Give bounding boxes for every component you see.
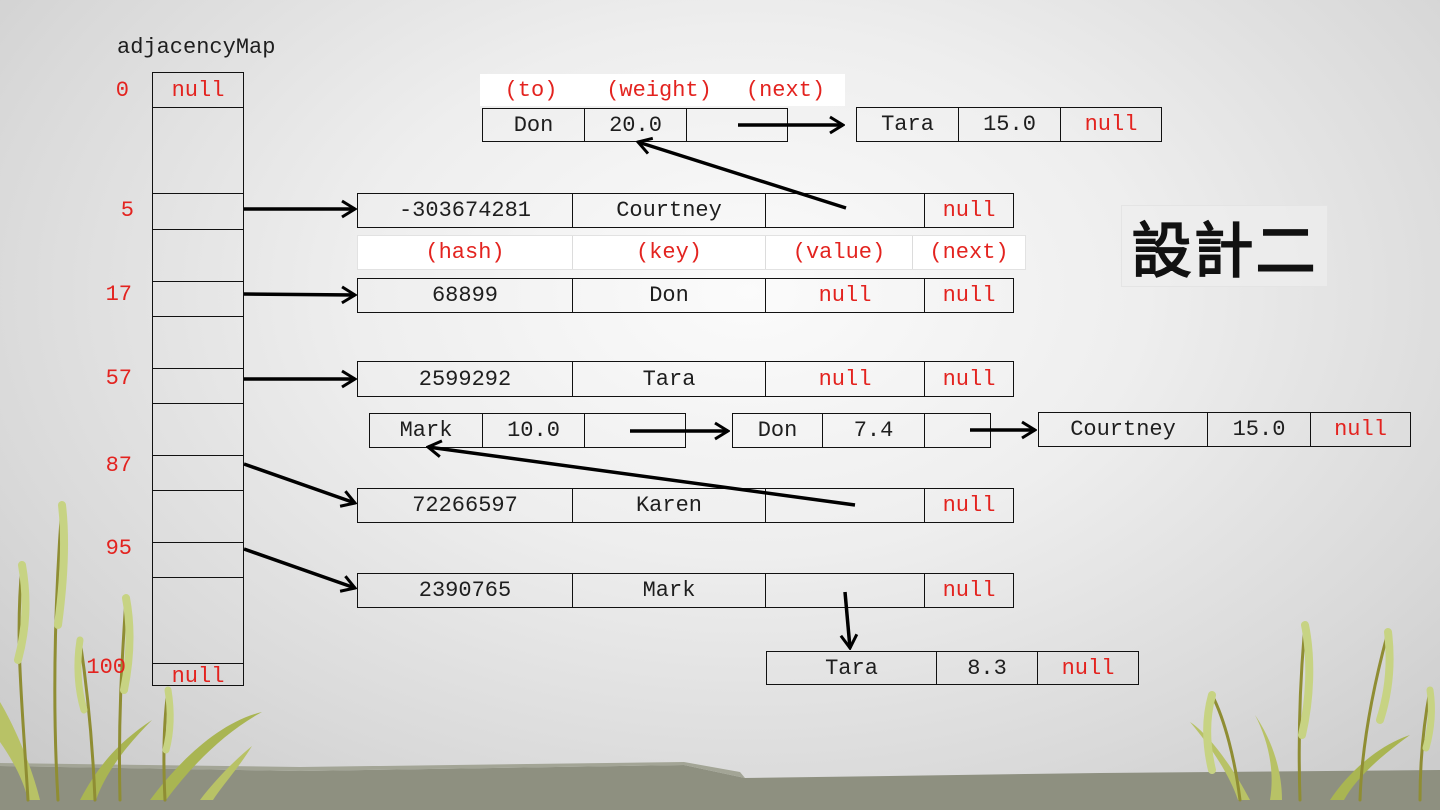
array-slot-87 [153,455,243,490]
array-slot-5 [153,193,243,229]
array-index-label: 95 [105,536,132,561]
entry-value-cell [766,574,925,607]
edge-to-cell: Tara [767,652,937,684]
array-slot-100: null [153,663,243,689]
edge-node: Courtney 15.0 null [1038,412,1411,447]
entry-value-cell: null [766,362,925,396]
edge-header-next: (next) [745,77,826,103]
edge-weight-cell: 15.0 [959,108,1061,141]
edge-to-cell: Courtney [1039,413,1208,446]
edge-node: Mark 10.0 [369,413,686,448]
entry-key-cell: Karen [573,489,766,522]
array-slot-empty [153,316,243,368]
entry-row: -303674281 Courtney null [357,193,1014,228]
entry-hash-cell: 68899 [358,279,573,312]
ground-band [0,765,1440,810]
array-slot-empty [153,577,243,663]
entry-next-cell: null [942,283,996,308]
edge-weight-cell: 7.4 [823,414,925,447]
entry-next-cell: null [942,366,996,392]
grass-decoration-left [0,501,262,802]
entry-header-value: (value) [766,236,913,269]
array-slot-empty [153,229,243,281]
entry-key-cell: Mark [573,574,766,607]
entry-hash-cell: -303674281 [358,194,573,227]
edge-header-to: (to) [504,77,558,103]
array-slot-17 [153,281,243,316]
edge-header-weight: (weight) [606,77,712,103]
edge-header: (to) (weight) (next) [480,74,845,106]
edge-node: Tara 15.0 null [856,107,1162,142]
entry-key-cell: Courtney [573,194,766,227]
array-index-label: 17 [105,282,132,307]
array-index-label: 5 [120,198,134,223]
entry-key-cell: Tara [573,362,766,396]
array-index-label: 57 [105,366,132,391]
edge-node: Tara 8.3 null [766,651,1139,685]
entry-next-cell: null [942,198,996,223]
edge-next-cell [687,109,787,141]
edge-next-cell: null [1084,112,1138,137]
entry-header-row: (hash) (key) (value) (next) [357,235,1026,270]
entry-value-cell [766,194,925,227]
entry-header-hash: (hash) [358,236,573,269]
edge-node: Don 20.0 [482,108,788,142]
edge-weight-cell: 8.3 [937,652,1038,684]
array-slot-0: null [171,77,225,103]
edge-weight-cell: 15.0 [1208,413,1311,446]
entry-row: 72266597 Karen null [357,488,1014,523]
entry-header-next: (next) [929,240,1009,265]
entry-row: 2599292 Tara null null [357,361,1014,397]
array-slot-57 [153,368,243,403]
edge-node: Don 7.4 [732,413,991,448]
slide-title-box: 設計二 [1121,205,1328,287]
edge-to-cell: Mark [370,414,483,447]
entry-value-cell: null [766,279,925,312]
entry-row: 68899 Don null null [357,278,1014,313]
adjacency-map-array: null null [152,72,244,689]
edge-to-cell: Tara [857,108,959,141]
entry-hash-cell: 2390765 [358,574,573,607]
edge-next-cell [925,414,990,447]
array-slot-empty [153,403,243,455]
array-index-label: 100 [86,655,126,680]
edge-to-cell: Don [733,414,823,447]
slide-title: 設計二 [1131,216,1318,287]
edge-next-cell [585,414,685,447]
array-slot-95 [153,542,243,577]
entry-hash-cell: 2599292 [358,362,573,396]
array-index-label: 0 [115,78,129,103]
adjacency-map-label: adjacencyMap [117,35,276,60]
edge-next-cell: null [1334,417,1387,442]
entry-next-cell: null [942,578,996,603]
edge-weight-cell: 20.0 [585,109,687,141]
entry-row: 2390765 Mark null [357,573,1014,608]
entry-next-cell: null [942,493,996,518]
array-slot-empty [153,490,243,542]
array-slot-empty [153,107,243,193]
array-index-label: 87 [105,453,132,478]
edge-weight-cell: 10.0 [483,414,585,447]
grass-decoration-right [1190,621,1435,802]
entry-key-cell: Don [573,279,766,312]
entry-hash-cell: 72266597 [358,489,573,522]
entry-header-key: (key) [573,236,766,269]
entry-value-cell [766,489,925,522]
edge-to-cell: Don [483,109,585,141]
edge-next-cell: null [1061,655,1115,681]
